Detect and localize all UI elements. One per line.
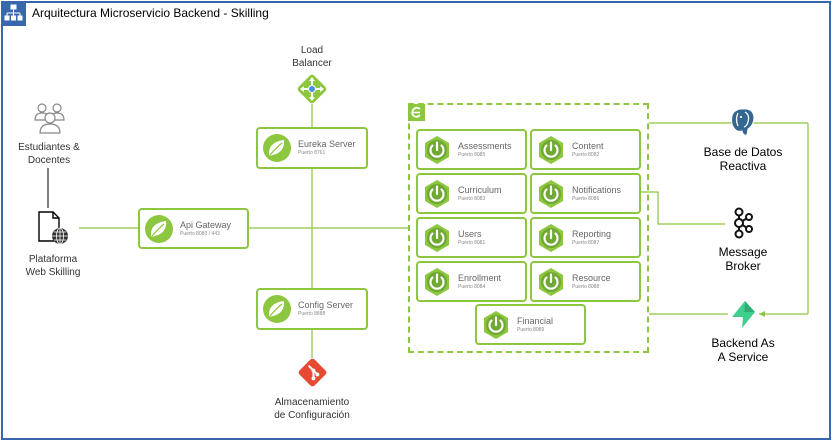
- web-document-icon: [38, 211, 68, 245]
- power-icon: [425, 180, 449, 208]
- power-icon: [425, 136, 449, 164]
- service-port: Puerto 8085: [458, 152, 486, 158]
- web-caption-line1: Plataforma: [28, 254, 78, 265]
- service-label: Financial: [517, 316, 554, 326]
- service-label: Enrollment: [458, 273, 502, 283]
- spring-leaf-icon: [263, 134, 291, 162]
- service-label: Notifications: [572, 185, 622, 195]
- service-label: Assessments: [458, 141, 512, 151]
- service-port: Puerto 8081: [458, 240, 486, 246]
- api-gateway-port: Puerto 8080 / 443: [180, 231, 220, 237]
- service-label: Reporting: [572, 229, 612, 239]
- service-label: Content: [572, 141, 604, 151]
- baas-caption: Backend As A Service: [693, 336, 793, 364]
- power-icon: [425, 224, 449, 252]
- spring-leaf-icon: [145, 215, 173, 243]
- power-icon: [539, 268, 563, 296]
- service-port: Puerto 8087: [572, 240, 600, 246]
- diagram-title: Arquitectura Microservicio Backend - Ski…: [32, 6, 269, 20]
- diagram-tab: [1, 1, 26, 26]
- broker-caption: Message Broker: [693, 245, 793, 273]
- users-caption: Estudiantes & Docentes: [8, 141, 90, 167]
- web-caption-line2: Web Skilling: [25, 267, 81, 278]
- power-icon: [425, 268, 449, 296]
- service-port: Puerto 8082: [572, 152, 600, 158]
- service-label: Curriculum: [458, 185, 502, 195]
- db-caption-line2: Reactiva: [719, 159, 767, 173]
- config-storage-line2: de Configuración: [274, 410, 350, 421]
- db-caption-line1: Base de Datos: [703, 145, 783, 159]
- arrow-head: [759, 311, 765, 317]
- service-label: Resource: [572, 273, 611, 283]
- api-gateway-node[interactable]: Api Gateway Puerto 8080 / 443: [138, 208, 249, 249]
- config-server-port: Puerto 8888: [298, 311, 326, 317]
- spring-leaf-icon: [263, 295, 291, 323]
- sitemap-icon: [4, 4, 23, 21]
- config-storage-line1: Almacenamiento: [274, 397, 350, 408]
- service-port: Puerto 8089: [517, 327, 545, 333]
- power-icon: [539, 136, 563, 164]
- broker-caption-line2: Broker: [725, 259, 761, 273]
- power-icon: [539, 224, 563, 252]
- broker-caption-line1: Message: [718, 245, 768, 259]
- git-icon: [298, 358, 327, 387]
- supabase-icon: [732, 301, 755, 328]
- load-balancer-icon: [297, 74, 327, 104]
- lb-caption-line1: Load: [300, 45, 324, 56]
- api-gateway-label: Api Gateway: [180, 220, 232, 230]
- users-caption-line2: Docentes: [27, 155, 71, 166]
- service-port: Puerto 8088: [572, 284, 600, 290]
- power-icon: [484, 311, 508, 339]
- service-port: Puerto 8084: [458, 284, 486, 290]
- lb-caption-line2: Balancer: [292, 58, 332, 69]
- microservices-cluster: [408, 103, 649, 353]
- spring-cloud-icon: [408, 104, 425, 121]
- lb-caption: Load Balancer: [272, 44, 352, 70]
- config-storage-caption: Almacenamiento de Configuración: [262, 396, 362, 422]
- service-port: Puerto 8083: [458, 196, 486, 202]
- config-server-node[interactable]: Config Server Puerto 8888: [256, 288, 368, 330]
- connector-notifications-broker: [640, 191, 725, 225]
- kafka-icon: [734, 207, 753, 239]
- eureka-label: Eureka Server: [298, 139, 356, 149]
- baas-caption-line2: A Service: [717, 350, 769, 364]
- service-label: Users: [458, 229, 482, 239]
- power-icon: [539, 180, 563, 208]
- eureka-server-node[interactable]: Eureka Server Puerto 8761: [256, 127, 368, 169]
- users-caption-line1: Estudiantes &: [18, 142, 80, 153]
- eureka-port: Puerto 8761: [298, 150, 326, 156]
- baas-caption-line1: Backend As: [711, 336, 775, 350]
- db-caption: Base de Datos Reactiva: [693, 145, 793, 173]
- config-server-label: Config Server: [298, 300, 354, 310]
- service-port: Puerto 8086: [572, 196, 600, 202]
- web-caption: Plataforma Web Skilling: [8, 253, 98, 279]
- postgres-icon: [731, 108, 755, 136]
- users-icon: [34, 103, 65, 134]
